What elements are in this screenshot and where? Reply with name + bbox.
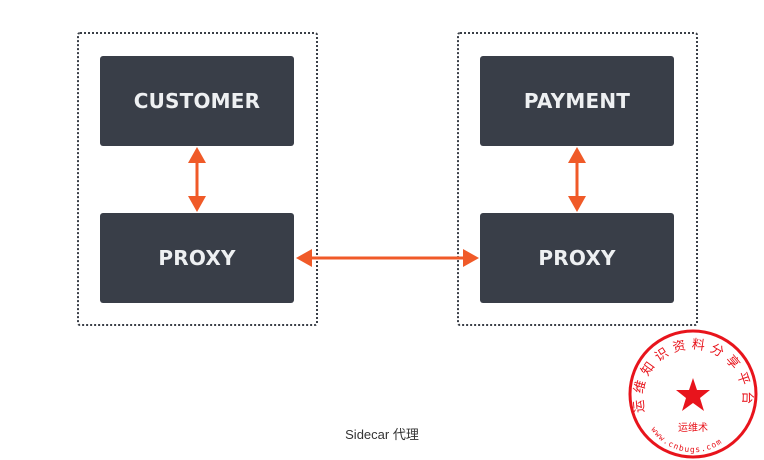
diagram-caption: Sidecar 代理 [345,427,419,442]
stamp-center-text: 运维术 [678,421,708,434]
customer-pod-boundary [77,32,318,326]
proxy-to-proxy-arrow [296,249,479,267]
customer-proxy-node: PROXY [100,213,294,303]
payment-label: PAYMENT [523,89,631,113]
watermark-stamp: 运维知识资料分享平台 运维术 www.cnbugs.com [628,329,758,459]
payment-proxy-node: PROXY [480,213,674,303]
customer-service-node: CUSTOMER [100,56,294,146]
star-icon [676,378,710,411]
customer-label: CUSTOMER [133,89,261,113]
stamp-ring [628,329,758,459]
payment-pod-boundary [457,32,698,326]
payment-service-node: PAYMENT [480,56,674,146]
payment-proxy-label: PROXY [538,246,616,270]
customer-proxy-label: PROXY [158,246,236,270]
